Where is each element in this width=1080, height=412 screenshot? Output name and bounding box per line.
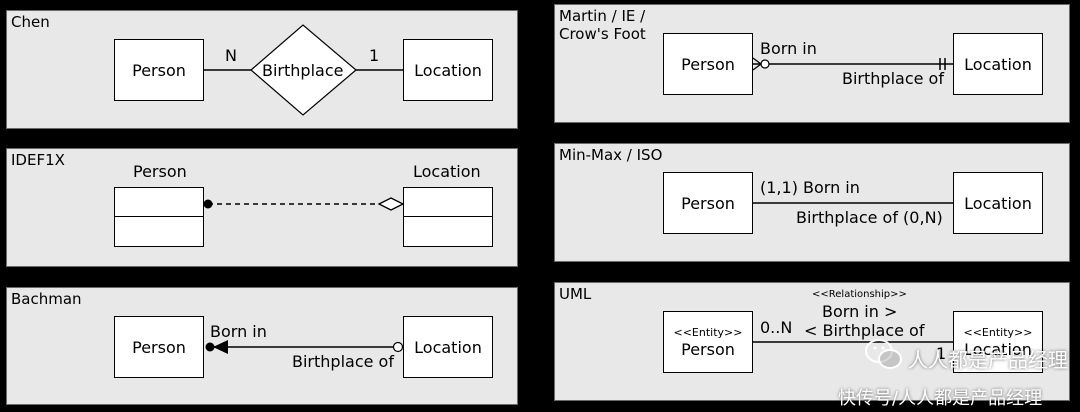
idef1x-location-label: Location (413, 162, 481, 181)
martin-connectors (752, 57, 953, 71)
chen-panel: Chen Person Location Birthplace N 1 (6, 10, 518, 129)
chen-connectors (204, 24, 403, 116)
bachman-dot (205, 342, 215, 352)
minmax-panel: Min-Max / ISO Person Location (1,1) Born… (554, 143, 1070, 262)
bachman-open-circle (392, 341, 404, 353)
chen-person-entity[interactable]: Person (114, 39, 204, 101)
chen-location-entity[interactable]: Location (403, 39, 493, 101)
martin-person-entity[interactable]: Person (663, 33, 753, 95)
bachman-connectors (205, 340, 404, 354)
uml-multiplicity-left: 0..N (760, 318, 793, 337)
minmax-label-bottom: Birthplace of (0,N) (796, 208, 943, 227)
uml-label-bottom: < Birthplace of (804, 321, 925, 340)
idef1x-dot (203, 199, 213, 209)
uml-title: UML (559, 285, 592, 303)
bachman-label-top: Born in (210, 322, 267, 341)
bachman-arrowhead (213, 340, 228, 354)
bachman-label-bottom: Birthplace of (292, 352, 394, 371)
idef1x-location-divider (404, 216, 492, 217)
uml-location-name: Location (964, 339, 1032, 359)
uml-person-stereotype: <<Entity>> (673, 325, 743, 339)
uml-connectors (753, 341, 953, 343)
uml-relationship-stereotype: <<Relationship>> (812, 289, 907, 300)
minmax-connectors (753, 202, 953, 204)
martin-title: Martin / IE / Crow's Foot (559, 7, 646, 43)
uml-location-entity[interactable]: <<Entity>> Location (953, 311, 1043, 373)
chen-cardinality-1: 1 (369, 46, 380, 65)
bachman-person-entity[interactable]: Person (114, 316, 204, 378)
martin-panel: Martin / IE / Crow's Foot Person Locatio… (554, 4, 1070, 123)
minmax-title: Min-Max / ISO (559, 146, 663, 164)
idef1x-panel: IDEF1X Person Location (6, 148, 518, 267)
minmax-location-entity[interactable]: Location (953, 172, 1043, 234)
bachman-location-entity[interactable]: Location (403, 316, 493, 378)
uml-person-entity[interactable]: <<Entity>> Person (663, 311, 753, 373)
uml-label-top: Born in > (822, 302, 898, 321)
minmax-label-top: (1,1) Born in (760, 178, 860, 197)
idef1x-diamond (377, 197, 405, 211)
idef1x-location-entity[interactable] (403, 187, 493, 247)
idef1x-person-label: Person (133, 162, 187, 181)
idef1x-person-entity[interactable] (114, 187, 204, 247)
bachman-title: Bachman (11, 290, 82, 308)
uml-location-stereotype: <<Entity>> (963, 325, 1033, 339)
idef1x-title: IDEF1X (11, 151, 65, 169)
uml-panel: UML <<Entity>> Person <<Entity>> Locatio… (554, 282, 1070, 401)
uml-multiplicity-right: 1 (936, 344, 947, 363)
watermark-source: 快传号/人人都是产品经理 (838, 388, 1043, 409)
martin-zero-circle (760, 59, 770, 69)
martin-crowsfoot-upper (752, 57, 762, 65)
martin-location-entity[interactable]: Location (953, 33, 1043, 95)
watermark-brand: 人人都是产品经理 (908, 348, 1068, 372)
wechat-logo-icon (865, 339, 902, 369)
uml-person-name: Person (681, 339, 735, 359)
idef1x-connectors (203, 197, 405, 211)
chen-relationship-label: Birthplace (262, 61, 344, 80)
chen-cardinality-n: N (225, 46, 237, 65)
martin-label-bottom: Birthplace of (842, 69, 944, 88)
bachman-panel: Bachman Person Location Born in Birthpla… (6, 287, 518, 405)
chen-title: Chen (11, 13, 50, 31)
idef1x-person-divider (115, 216, 203, 217)
martin-crowsfoot-lower (752, 63, 762, 71)
chen-relationship-diamond (250, 24, 357, 116)
minmax-person-entity[interactable]: Person (663, 172, 753, 234)
martin-label-top: Born in (760, 39, 817, 58)
